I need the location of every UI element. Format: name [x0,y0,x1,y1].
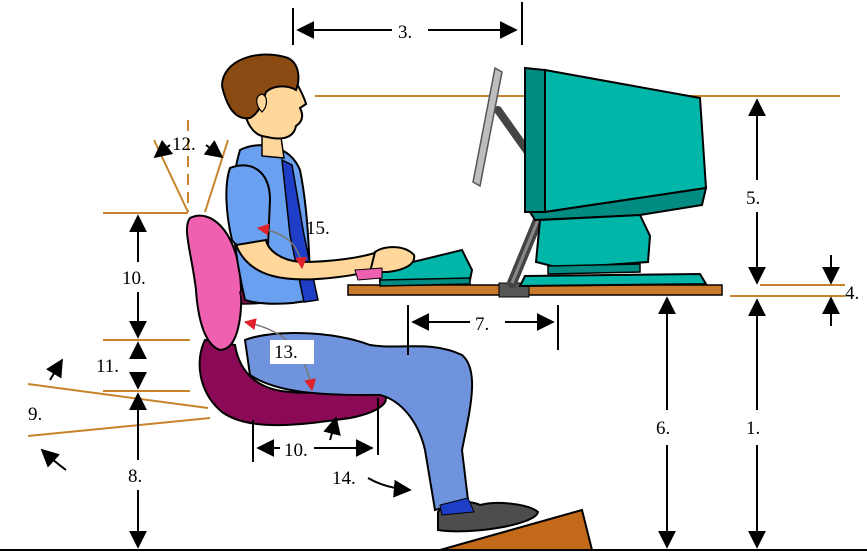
label-13-background [270,340,314,364]
label-15: 15. [306,218,330,239]
label-1: 1. [746,418,760,439]
reference-lines [27,95,845,437]
label-13: 13. [274,342,298,363]
label-7: 7. [475,314,489,335]
label-5: 5. [746,188,760,209]
label-11: 11. [96,356,119,377]
dimension-arrows [40,2,840,549]
computer-monitor [518,66,708,288]
footrest [439,508,594,551]
label-10-back: 10. [122,268,146,289]
label-8: 8. [128,466,142,487]
label-10-seat: 10. [284,440,308,461]
label-6: 6. [656,418,670,439]
label-12: 12. [172,134,196,155]
label-3: 3. [398,22,412,43]
label-9: 9. [28,404,42,425]
keyboard [379,248,474,287]
label-4: 4. [845,283,859,304]
label-14: 14. [332,468,356,489]
